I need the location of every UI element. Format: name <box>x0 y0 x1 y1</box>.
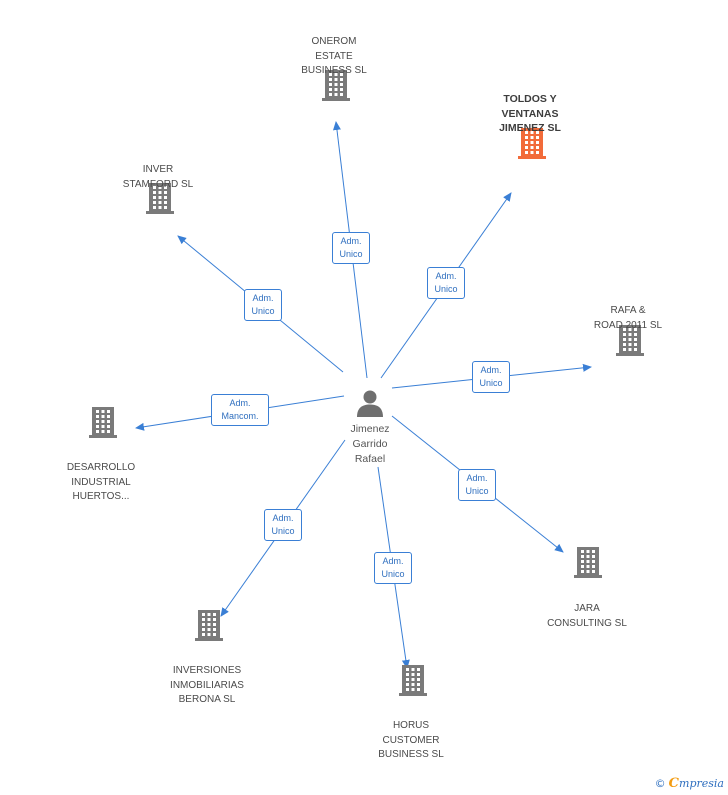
building-icon[interactable] <box>87 405 119 444</box>
building-icon[interactable] <box>572 545 604 584</box>
relation-badge-inver: Adm. Unico <box>244 289 282 321</box>
company-label-horus[interactable]: HORUS CUSTOMER BUSINESS SL <box>378 720 444 760</box>
company-label-inversiones[interactable]: INVERSIONES INMOBILIARIAS BERONA SL <box>170 665 244 705</box>
company-label-rafa[interactable]: RAFA & ROAD 2011 SL <box>593 305 663 331</box>
company-label-jara[interactable]: JARA CONSULTING SL <box>547 603 627 629</box>
building-icon[interactable] <box>397 663 429 702</box>
building-icon[interactable] <box>614 323 646 362</box>
company-label-inver[interactable]: INVER STAMFORD SL <box>122 164 194 190</box>
relation-badge-jara: Adm. Unico <box>458 469 496 501</box>
brand-footer: ©Cmpresia <box>655 776 724 791</box>
relation-badge-inversiones: Adm. Unico <box>264 509 302 541</box>
building-icon[interactable] <box>320 68 352 107</box>
building-icon[interactable] <box>193 608 225 647</box>
relation-badge-horus: Adm. Unico <box>374 552 412 584</box>
company-label-onerom[interactable]: ONEROM ESTATE BUSINESS SL <box>301 36 367 76</box>
company-label-toldos[interactable]: TOLDOS Y VENTANAS JIMENEZ SL <box>499 93 561 134</box>
relation-badge-onerom: Adm. Unico <box>332 232 370 264</box>
brand-logo-text: mpresia <box>679 777 724 790</box>
person-icon[interactable] <box>355 388 385 423</box>
company-label-desarrollo[interactable]: DESARROLLO INDUSTRIAL HUERTOS... <box>66 462 136 502</box>
relation-badge-toldos: Adm. Unico <box>427 267 465 299</box>
brand-logo-initial: C <box>668 776 680 791</box>
person-name[interactable]: Jimenez Garrido Rafael <box>350 423 390 465</box>
relation-badge-rafa: Adm. Unico <box>472 361 510 393</box>
building-icon[interactable] <box>144 181 176 220</box>
building-icon[interactable] <box>516 126 548 165</box>
relation-badge-desarrollo: Adm. Mancom. <box>211 394 269 426</box>
copyright-symbol: © <box>654 777 666 790</box>
